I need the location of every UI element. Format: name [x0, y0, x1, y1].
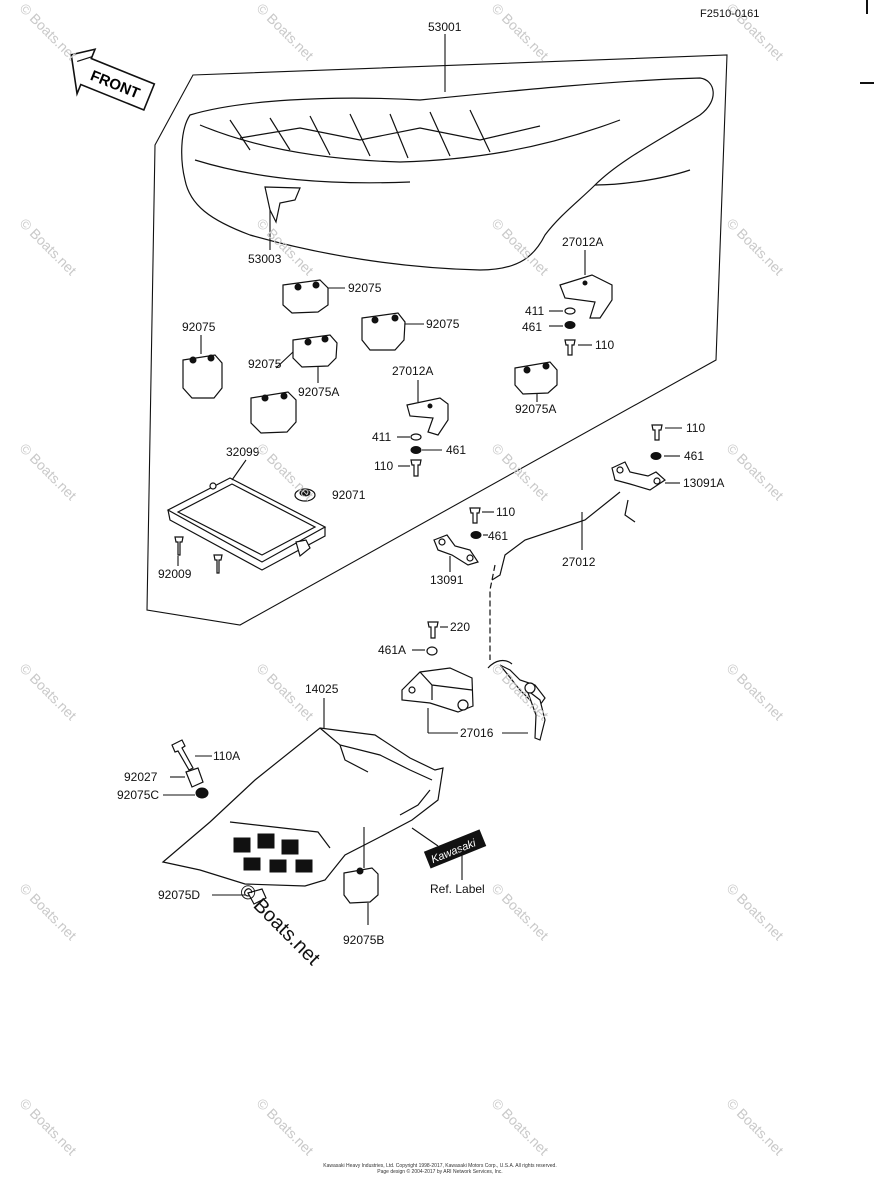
part-label-110-upper: 110 — [595, 338, 614, 352]
part-label-110-right: 110 — [686, 421, 705, 435]
damper-92075A-right — [514, 361, 558, 395]
tray-32099 — [166, 477, 327, 571]
copyright-line-1: Kawasaki Heavy Industries, Ltd. Copyrigh… — [323, 1163, 557, 1169]
edge-mark — [860, 82, 874, 84]
part-label-92075B: 92075B — [343, 933, 384, 947]
damper-92075-lower — [250, 391, 297, 434]
part-label-220: 220 — [450, 620, 470, 634]
part-label-92075-left: 92075 — [182, 320, 216, 334]
clamp-13091A — [611, 461, 666, 491]
part-label-411-upper: 411 — [525, 304, 544, 318]
part-label-110-center-right: 110 — [496, 505, 515, 519]
seat — [181, 77, 714, 271]
part-label-461-right: 461 — [684, 449, 704, 463]
seat-panel-outline — [146, 54, 728, 626]
part-label-92075C: 92075C — [117, 788, 159, 802]
part-label-92071: 92071 — [332, 488, 366, 502]
damper-92075A-center — [292, 334, 338, 368]
part-label-92075-mid: 92075 — [426, 317, 460, 331]
part-label-14025: 14025 — [305, 682, 339, 696]
part-label-92075-top: 92075 — [348, 281, 382, 295]
part-label-92027: 92027 — [124, 770, 158, 784]
part-label-27012A-upper: 27012A — [562, 235, 603, 249]
part-label-92075D: 92075D — [158, 888, 200, 902]
diagram-reference-code: F2510-0161 — [700, 8, 760, 20]
damper-92075-left — [182, 354, 223, 399]
part-label-461A: 461A — [378, 643, 406, 657]
seat-cover-14025 — [161, 727, 444, 887]
part-label-461-upper: 461 — [522, 320, 542, 334]
part-label-13091A: 13091A — [683, 476, 724, 490]
edge-mark — [866, 0, 868, 14]
part-label-411-center: 411 — [372, 430, 391, 444]
part-label-92075-center: 92075 — [248, 357, 282, 371]
damper-92075B — [343, 867, 379, 904]
key-icon — [487, 659, 546, 741]
lock-rod-27012 — [489, 491, 636, 660]
grommet-92071 — [294, 488, 316, 502]
part-label-53001: 53001 — [428, 20, 462, 34]
part-label-53003: 53003 — [248, 252, 282, 266]
damper-92075-top — [282, 279, 329, 314]
part-label-110A: 110A — [213, 749, 240, 763]
part-label-92075A-right: 92075A — [515, 402, 556, 416]
damper-92075-mid — [361, 312, 406, 351]
ref-label: Ref. Label — [430, 882, 485, 896]
part-label-92075A-center: 92075A — [298, 385, 339, 399]
part-label-461-center-right: 461 — [488, 529, 508, 543]
part-label-13091: 13091 — [430, 573, 464, 587]
part-label-110-center: 110 — [374, 459, 393, 473]
part-label-461-center: 461 — [446, 443, 466, 457]
part-label-92009: 92009 — [158, 567, 192, 581]
copyright-line-2: Page design © 2004-2017 by ARI Network S… — [377, 1169, 503, 1175]
bracket-27012A-upper — [559, 274, 613, 319]
part-label-27012: 27012 — [562, 555, 596, 569]
seat-lock-27016 — [401, 667, 474, 713]
clamp-13091 — [433, 534, 479, 566]
copyright-footer: Kawasaki Heavy Industries, Ltd. Copyrigh… — [300, 1163, 580, 1175]
part-label-27012A-center: 27012A — [392, 364, 433, 378]
part-label-27016: 27016 — [460, 726, 494, 740]
part-label-32099: 32099 — [226, 445, 260, 459]
bracket-27012A-center — [406, 397, 449, 436]
kawasaki-label: Kawasaki — [423, 829, 487, 869]
